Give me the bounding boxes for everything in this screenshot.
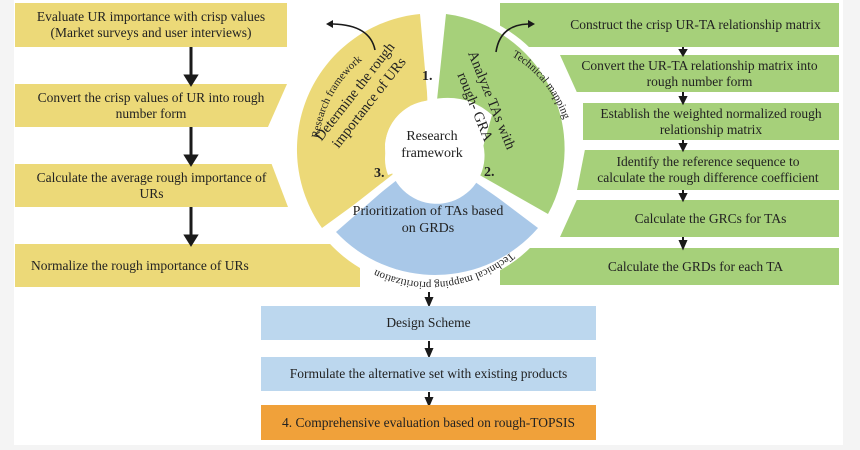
topsis-evaluation-label: 4. Comprehensive evaluation based on rou… (282, 414, 575, 430)
right-step-4-line1: Identify the reference sequence to (616, 154, 800, 169)
bottom-arrow-2 (424, 348, 434, 359)
segment-3-line2: on GRDs (402, 221, 455, 236)
right-arrow-1 (678, 49, 688, 57)
left-step-2-line1: Convert the crisp values of UR into roug… (37, 89, 265, 105)
segment-1-number: 1. (422, 69, 433, 84)
right-step-4: Identify the reference sequence to calcu… (577, 150, 839, 190)
right-step-6: Calculate the GRDs for each TA (500, 248, 839, 285)
right-step-3-line1: Establish the weighted normalized rough (600, 105, 822, 121)
right-arrow-2 (678, 96, 688, 106)
bottom-arrow-1 (424, 297, 434, 308)
segment-3 (336, 148, 538, 275)
left-step-1-line2: (Market surveys and user interviews) (50, 25, 252, 40)
segment-1 (296, 14, 432, 228)
right-step-5-line1: Calculate the GRCs for TAs (634, 210, 787, 226)
segment-3-number: 3. (374, 166, 385, 181)
center-title-line2: framework (401, 146, 462, 161)
left-step-2-line2: number form (115, 105, 187, 121)
left-step-1: Evaluate UR importance with crisp values… (15, 3, 287, 47)
bottom-arrow-3 (424, 397, 434, 408)
right-step-4-line2: calculate the rough difference coefficie… (597, 170, 819, 185)
right-step-1: Construct the crisp UR-TA relationship m… (500, 3, 839, 47)
left-step-2: Convert the crisp values of UR into roug… (15, 84, 287, 127)
left-step-3-line2: URs (139, 185, 164, 201)
right-step-1-line1: Construct the crisp UR-TA relationship m… (570, 17, 821, 32)
left-step-4: Normalize the rough importance of URs (15, 244, 360, 287)
right-step-2-line1: Convert the UR-TA relationship matrix in… (581, 57, 818, 73)
right-arrow-4 (678, 193, 688, 203)
right-step-2-line2: rough number form (646, 73, 753, 89)
right-step-3: Establish the weighted normalized rough … (583, 103, 839, 140)
alternative-set-label: Formulate the alternative set with exist… (289, 366, 568, 381)
curved-arrow-left (332, 23, 376, 51)
left-step-3: Calculate the average rough importance o… (15, 164, 288, 207)
segment-3-line1: Prioritization of TAs based (353, 204, 504, 219)
right-step-2: Convert the UR-TA relationship matrix in… (560, 55, 839, 92)
right-arrow-5 (678, 240, 688, 251)
center-title-line1: Research (406, 129, 457, 144)
curved-arrow-right (495, 23, 529, 53)
curved-arrow-left-head (326, 20, 333, 28)
alternative-set-box: Formulate the alternative set with exist… (261, 357, 596, 391)
right-step-5: Calculate the GRCs for TAs (560, 200, 839, 237)
topsis-evaluation-box: 4. Comprehensive evaluation based on rou… (261, 405, 596, 440)
right-step-6-line1: Calculate the GRDs for each TA (607, 258, 784, 274)
right-step-3-line2: relationship matrix (659, 121, 763, 137)
design-scheme-box: Design Scheme (261, 306, 596, 340)
design-scheme-label: Design Scheme (386, 315, 471, 330)
segment-2-number: 2. (484, 165, 495, 180)
left-step-3-line1: Calculate the average rough importance o… (36, 169, 267, 185)
left-step-4-line1: Normalize the rough importance of URs (31, 257, 249, 273)
right-arrow-3 (678, 143, 688, 153)
left-step-1-line1: Evaluate UR importance with crisp values (36, 9, 266, 24)
curved-arrow-right-head (528, 20, 535, 28)
